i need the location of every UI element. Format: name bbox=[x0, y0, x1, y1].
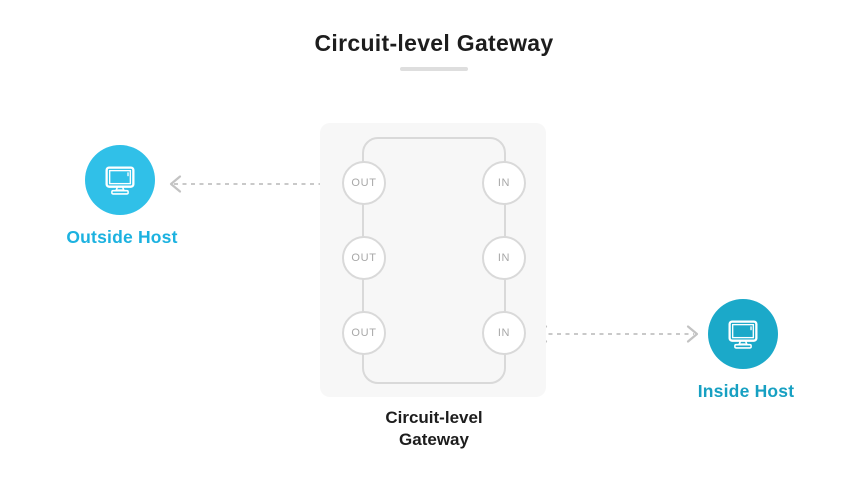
port-label: OUT bbox=[351, 177, 377, 189]
port-in-2: IN bbox=[482, 236, 526, 280]
arrowhead-left-icon bbox=[169, 175, 182, 193]
outside-host-label: Outside Host bbox=[66, 227, 178, 247]
port-label: IN bbox=[497, 327, 511, 339]
port-label: OUT bbox=[351, 327, 377, 339]
inside-host-avatar bbox=[708, 299, 778, 369]
port-in-1: IN bbox=[482, 161, 526, 205]
port-label: OUT bbox=[351, 252, 377, 264]
gateway-caption: Circuit-level Gateway bbox=[334, 407, 534, 451]
arrowhead-right-icon bbox=[686, 325, 699, 343]
port-label: IN bbox=[497, 252, 511, 264]
port-label: IN bbox=[497, 177, 511, 189]
monitor-icon bbox=[728, 320, 758, 349]
gateway-caption-line1: Circuit-level bbox=[385, 408, 483, 427]
inside-host-label: Inside Host bbox=[697, 381, 795, 401]
page-title: Circuit-level Gateway bbox=[314, 30, 554, 56]
port-out-1: OUT bbox=[342, 161, 386, 205]
title-underline bbox=[400, 67, 468, 71]
gateway-caption-line2: Gateway bbox=[399, 430, 469, 449]
port-in-3: IN bbox=[482, 311, 526, 355]
outside-host-avatar bbox=[85, 145, 155, 215]
port-out-3: OUT bbox=[342, 311, 386, 355]
monitor-icon bbox=[105, 166, 135, 195]
port-out-2: OUT bbox=[342, 236, 386, 280]
